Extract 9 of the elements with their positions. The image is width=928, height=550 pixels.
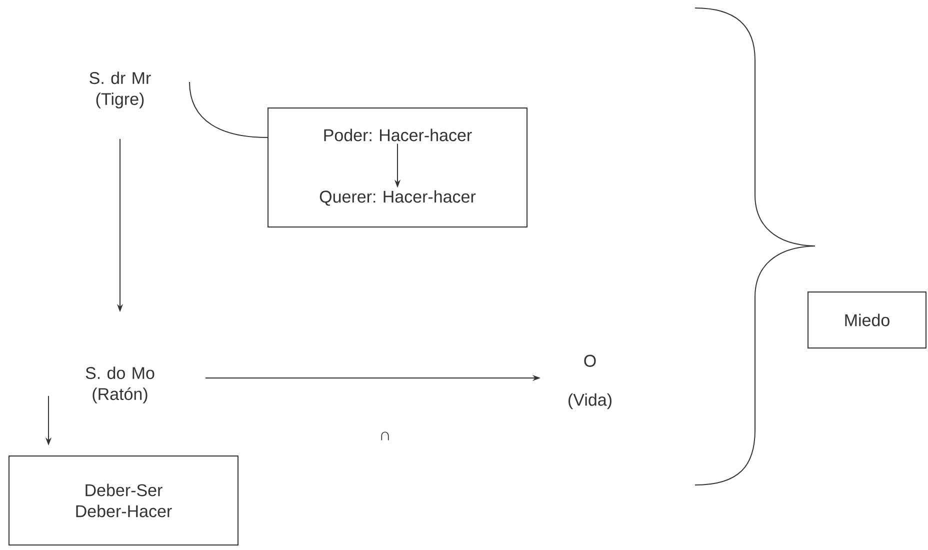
text-box: Deber-Ser Deber-Hacer: [8, 456, 238, 546]
intersection-symbol: ∩: [381, 432, 389, 440]
node-label: S. do Mo (Ratón): [86, 366, 154, 404]
text-box: [268, 108, 528, 228]
node-label: Poder: Hacer-hacer: [324, 128, 472, 142]
node-label: S. dr Mr (Tigre): [90, 72, 151, 108]
node-label: Querer: Hacer-hacer: [320, 190, 476, 206]
text-box: Miedo: [808, 292, 926, 348]
node-label: O (Vida): [568, 354, 612, 410]
